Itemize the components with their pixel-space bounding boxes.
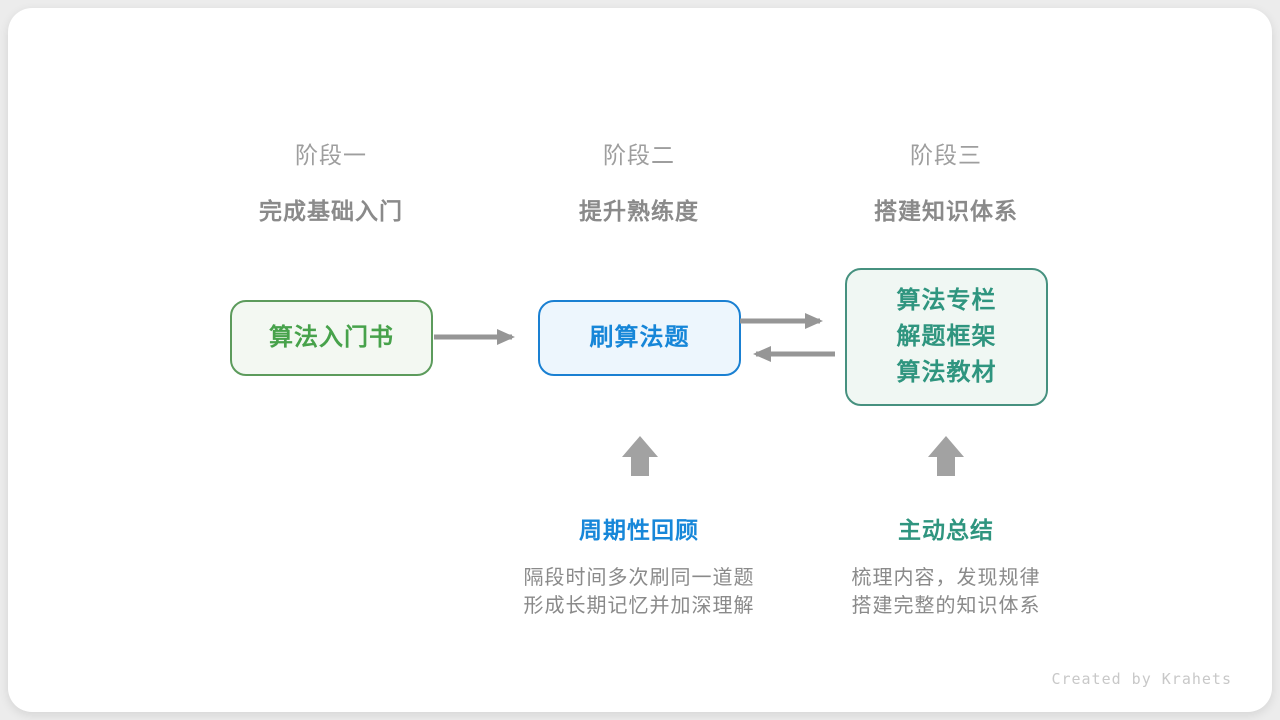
callout-periodic-review-line-2: 形成长期记忆并加深理解: [523, 594, 755, 617]
stage-1-header: 阶段一 完成基础入门: [181, 136, 481, 226]
stage-3-header: 阶段三 搭建知识体系: [796, 136, 1096, 226]
node-knowledge-sources: 算法专栏 解题框架 算法教材: [845, 268, 1048, 406]
callout-active-summary-line-2: 搭建完整的知识体系: [851, 594, 1041, 617]
stage-1-label: 阶段一: [295, 142, 367, 168]
node-practice-problems-label: 刷算法题: [589, 324, 690, 351]
callout-periodic-review: 周期性回顾 隔段时间多次刷同一道题 形成长期记忆并加深理解: [469, 511, 809, 620]
callout-active-summary-title: 主动总结: [898, 517, 994, 543]
credit-text: Created by Krahets: [1051, 670, 1232, 688]
node-knowledge-line-1: 算法专栏: [896, 287, 997, 314]
stage-1-subtitle: 完成基础入门: [259, 198, 403, 224]
stage-3-label: 阶段三: [910, 142, 982, 168]
callout-active-summary: 主动总结 梳理内容，发现规律 搭建完整的知识体系: [776, 511, 1116, 620]
stage-2-label: 阶段二: [603, 142, 675, 168]
node-intro-book-label: 算法入门书: [269, 324, 394, 351]
stage-2-header: 阶段二 提升熟练度: [489, 136, 789, 226]
node-knowledge-line-3: 算法教材: [896, 359, 997, 386]
stage-2-subtitle: 提升熟练度: [579, 198, 699, 224]
diagram-card: 阶段一 完成基础入门 阶段二 提升熟练度 阶段三 搭建知识体系 算法入门书 刷算…: [8, 8, 1272, 712]
node-knowledge-line-2: 解题框架: [896, 323, 997, 350]
callout-periodic-review-title: 周期性回顾: [579, 517, 699, 543]
callout-active-summary-line-1: 梳理内容，发现规律: [851, 567, 1041, 589]
node-practice-problems: 刷算法题: [538, 300, 741, 376]
node-intro-book: 算法入门书: [230, 300, 433, 376]
callout-periodic-review-line-1: 隔段时间多次刷同一道题: [523, 567, 755, 589]
stage-3-subtitle: 搭建知识体系: [874, 198, 1018, 224]
